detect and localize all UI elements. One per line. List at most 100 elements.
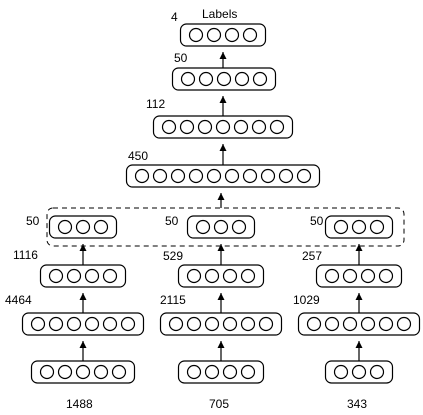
neuron: [224, 27, 240, 43]
neuron: [66, 268, 82, 284]
neuron: [333, 219, 349, 235]
neuron: [351, 364, 367, 380]
neuron: [260, 168, 276, 184]
branch-3-input-count: 343: [347, 397, 367, 411]
dense-layer-3-count: 50: [174, 51, 188, 65]
neuron: [198, 71, 214, 87]
neuron: [168, 316, 184, 332]
neuron: [186, 316, 202, 332]
neuron: [206, 27, 222, 43]
neuron: [57, 364, 73, 380]
neuron: [258, 316, 274, 332]
neuron: [324, 268, 340, 284]
neuron: [75, 364, 91, 380]
dense-layer-1-count: 450: [128, 149, 148, 163]
neuron: [48, 316, 64, 332]
neuron: [30, 316, 46, 332]
branch-3-hidden1-count: 1029: [293, 293, 320, 307]
neuron: [161, 119, 177, 135]
neuron: [120, 316, 136, 332]
branch-3-hidden1-layer: [297, 312, 421, 336]
neuron: [186, 268, 202, 284]
neuron: [152, 168, 168, 184]
branch-2-hidden1-count: 2115: [160, 293, 186, 307]
neuron: [75, 219, 91, 235]
neuron: [93, 364, 109, 380]
arrows-group: [79, 52, 363, 361]
neuron: [206, 168, 222, 184]
neuron: [360, 268, 376, 284]
neuron: [296, 168, 312, 184]
neuron: [102, 268, 118, 284]
branch-1-hidden1-layer: [21, 312, 145, 336]
neuron: [278, 168, 294, 184]
neuron: [242, 168, 258, 184]
neuron: [195, 219, 211, 235]
dense-layer-2-count: 112: [146, 97, 165, 111]
neuron: [269, 119, 285, 135]
neuron: [170, 168, 186, 184]
neuron: [324, 316, 340, 332]
neuron: [342, 268, 358, 284]
output-layer: [179, 23, 267, 47]
neuron: [102, 316, 118, 332]
branch-1-input-layer: [30, 360, 136, 384]
neuron: [222, 364, 238, 380]
neuron: [360, 316, 376, 332]
neuron: [93, 219, 109, 235]
neuron: [234, 71, 250, 87]
neuron: [134, 168, 150, 184]
branch-3-merge-count: 50: [310, 214, 324, 228]
branch-1-hidden2-layer: [39, 264, 127, 288]
branch-3-input-layer: [324, 360, 394, 384]
branch-2-hidden1-layer: [159, 312, 283, 336]
branch-2-merge-layer: [186, 215, 256, 239]
neuron: [84, 316, 100, 332]
neuron: [111, 364, 127, 380]
branch-1-merge-count: 50: [26, 214, 40, 228]
neuron: [204, 364, 220, 380]
layers-group: [21, 23, 421, 384]
neuron: [213, 219, 229, 235]
neuron: [216, 71, 232, 87]
neuron: [186, 364, 202, 380]
neuron: [369, 219, 385, 235]
branch-1-input-count: 1488: [66, 397, 93, 411]
neuron: [188, 168, 204, 184]
neuron: [180, 71, 196, 87]
neuron: [233, 119, 249, 135]
neuron: [342, 316, 358, 332]
neuron: [378, 268, 394, 284]
neuron: [84, 268, 100, 284]
neuron: [240, 364, 256, 380]
branch-2-merge-count: 50: [165, 214, 179, 228]
neuron: [204, 316, 220, 332]
output-layer-box: [179, 23, 267, 47]
branch-2-input-layer: [177, 360, 265, 384]
merge-group-dashed-box: [46, 207, 405, 247]
branch-3-merge-layer: [324, 215, 394, 239]
neuron: [306, 316, 322, 332]
neuron: [197, 119, 213, 135]
neuron: [251, 119, 267, 135]
neuron: [215, 119, 231, 135]
neuron: [240, 316, 256, 332]
branch-2-input-count: 705: [209, 397, 229, 411]
neuron: [66, 316, 82, 332]
branch-2-hidden2-count: 529: [163, 249, 183, 263]
neuron: [231, 219, 247, 235]
neuron: [240, 268, 256, 284]
branch-2-hidden2-layer: [177, 264, 265, 288]
neuron: [204, 268, 220, 284]
branch-1-hidden1-count: 4464: [5, 293, 32, 307]
neuron: [188, 27, 204, 43]
neuron: [57, 219, 73, 235]
neuron: [351, 219, 367, 235]
branch-1-hidden2-count: 1116: [13, 248, 38, 262]
neuron: [179, 119, 195, 135]
neuron: [222, 316, 238, 332]
dense-layer-3: [171, 67, 277, 91]
dense-layer-2: [152, 115, 294, 139]
neuron: [48, 268, 64, 284]
output-count-label: 4: [171, 10, 178, 24]
